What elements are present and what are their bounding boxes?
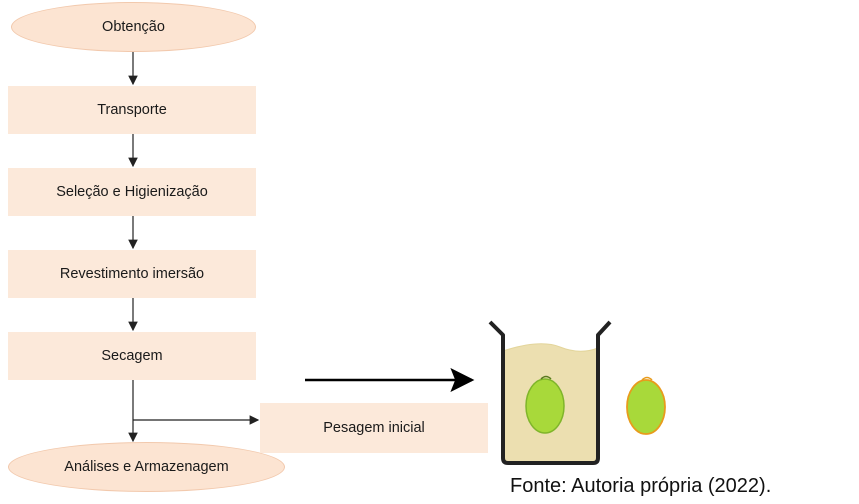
step-obtencao: Obtenção	[11, 2, 256, 52]
fruit-in-beaker-icon	[525, 375, 565, 434]
step-analises-label: Análises e Armazenagem	[64, 459, 229, 475]
beaker-glass	[488, 320, 612, 465]
step-transporte: Transporte	[8, 86, 256, 134]
step-transporte-label: Transporte	[97, 102, 167, 118]
step-pesagem-label: Pesagem inicial	[323, 420, 425, 436]
step-selecao-higienizacao: Seleção e Higienização	[8, 168, 256, 216]
beaker-icon	[488, 320, 612, 465]
step-obtencao-label: Obtenção	[102, 19, 165, 35]
step-secagem: Secagem	[8, 332, 256, 380]
step-pesagem-inicial: Pesagem inicial	[260, 403, 488, 453]
step-analises-armazenagem: Análises e Armazenagem	[8, 442, 285, 492]
figure-source-caption: Fonte: Autoria própria (2022).	[510, 475, 772, 497]
step-selecao-label: Seleção e Higienização	[56, 184, 208, 200]
step-secagem-label: Secagem	[101, 348, 163, 364]
step-revestimento-imersao: Revestimento imersão	[8, 250, 256, 298]
coated-fruit-icon	[626, 376, 666, 435]
step-revestimento-label: Revestimento imersão	[59, 266, 205, 282]
